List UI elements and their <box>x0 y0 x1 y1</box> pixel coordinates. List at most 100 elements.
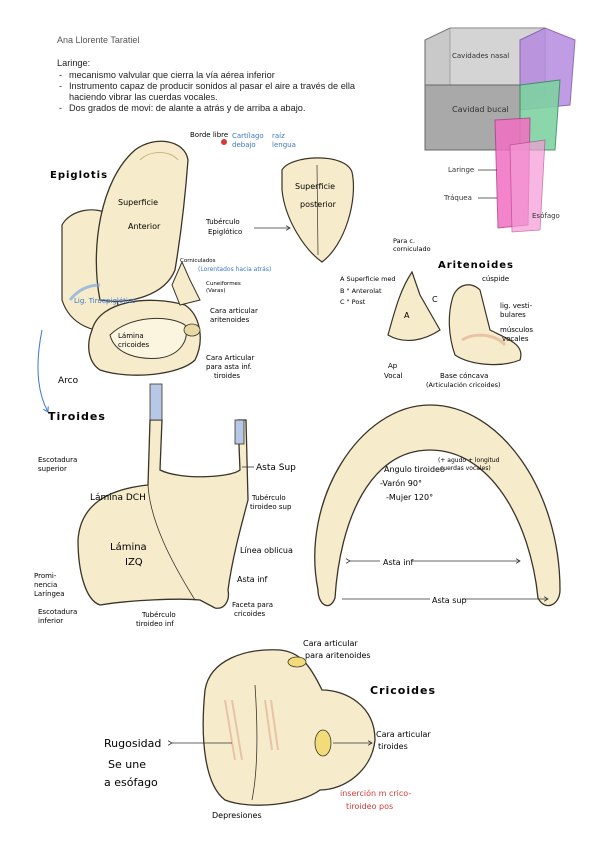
epi-corniculados: Corniculados <box>180 258 216 264</box>
epi-ligamento: Lig. Tiroepiglótico <box>74 297 136 305</box>
intro-notes: Laringe: mecanismo valvular que cierra l… <box>57 58 387 114</box>
tir-prominencia-1: Promi- <box>34 572 57 580</box>
tir-asta-inf-top: Asta inf <box>383 558 414 567</box>
inset-larynx-diagram: Cavidades nasal Cavidad bucal Laringe Tr… <box>424 27 576 233</box>
epi-raiz-2: lengua <box>272 141 296 149</box>
ari-ap-vocal-1: Ap <box>388 362 398 370</box>
ari-sup-post: C " Post <box>340 298 366 306</box>
cri-se-une-1: Se une <box>108 758 146 771</box>
ari-sup-ant: B " Anterolat <box>340 287 382 295</box>
epi-sup-posterior-2: posterior <box>300 200 337 209</box>
tir-mujer: -Mujer 120° <box>386 493 433 502</box>
tir-varon: -Varón 90° <box>380 478 422 488</box>
epi-cara-art-ari-2: aritenoides <box>210 316 250 324</box>
ari-para-cornic-1: Para c. <box>393 237 415 245</box>
ari-label-c: C <box>432 295 438 304</box>
tir-escot-sup-2: superior <box>38 465 67 473</box>
epi-raiz-1: raíz <box>272 132 285 140</box>
cri-rugosidad: Rugosidad <box>104 737 161 750</box>
epi-tuberculo-2: Epiglótico <box>208 228 242 236</box>
tir-lamina-izq-2: IZQ <box>125 557 143 568</box>
epiglotis-title: Epiglotis <box>50 170 108 181</box>
epi-cara-art-asta-3: tiroides <box>214 372 240 380</box>
ari-lig-vest-2: bulares <box>500 311 526 319</box>
red-dot-icon <box>221 139 227 145</box>
tir-angulo-note-1: (+ agudo + longitud <box>438 457 500 464</box>
epi-lamina-2: cricoides <box>118 341 149 349</box>
tir-asta-sup-top: Asta sup <box>432 596 467 605</box>
aritenoides-title: Aritenoides <box>438 260 514 271</box>
epi-cuneiformes-2: (Varas) <box>206 288 226 294</box>
tir-lamina-dch: Lámina DCH <box>90 493 146 503</box>
ari-ap-vocal-2: Vocal <box>384 372 403 380</box>
tir-tub-inf-2: tiroideo inf <box>136 620 174 628</box>
cri-insercion-1: inserción m crico- <box>340 788 411 798</box>
tir-escot-inf-2: inferior <box>38 617 63 625</box>
cri-cara-ari-2: para aritenoides <box>305 651 371 660</box>
epi-cara-art-asta-1: Cara Articular <box>206 354 254 362</box>
cri-cara-tir-1: Cara articular <box>376 730 431 739</box>
epi-cara-art-ari-1: Cara articular <box>210 307 258 315</box>
ari-lig-vest-1: lig. vesti- <box>500 302 533 310</box>
tir-tub-sup-1: Tubérculo <box>251 494 286 502</box>
cri-se-une-2: a esófago <box>104 776 158 789</box>
tir-angulo-title: Angulo tiroideo <box>384 465 445 474</box>
inset-bucal-label: Cavidad bucal <box>452 105 509 114</box>
cri-depresiones: Depresiones <box>212 811 262 820</box>
tir-angulo-note-2: cuerdas vocales) <box>440 465 491 472</box>
tir-prominencia-3: Laríngea <box>34 590 65 598</box>
notes-list: mecanismo valvular que cierra la vía aér… <box>57 70 387 114</box>
ari-musculos-2: vocales <box>502 335 529 343</box>
ari-sup-med: A Superficie med <box>340 275 396 283</box>
tir-tub-inf-1: Tubérculo <box>141 611 176 619</box>
ari-base-2: (Articulación cricoides) <box>426 381 501 389</box>
epi-cartilago-1: Cartílago <box>232 132 264 140</box>
epi-tuberculo-1: Tubérculo <box>205 218 240 226</box>
tir-asta-sup: Asta Sup <box>256 463 296 473</box>
note-item: mecanismo valvular que cierra la vía aér… <box>57 70 387 81</box>
author-name: Ana Llorente Taratiel <box>57 35 140 45</box>
ari-musculos-1: músculos <box>500 326 533 334</box>
tiroides-title: Tiroides <box>48 410 106 423</box>
epi-sup-anterior-1: Superficie <box>118 198 158 207</box>
epi-corniculados-sub: (Lorentados hacia atrás) <box>198 266 271 273</box>
tir-faceta-1: Faceta para <box>232 601 273 609</box>
tir-tub-sup-2: tiroideo sup <box>250 503 292 511</box>
epi-cara-art-asta-2: para asta inf. <box>206 363 252 371</box>
epi-cartilago-2: debajo <box>232 141 256 149</box>
tir-escot-inf-1: Escotadura <box>38 608 77 616</box>
epi-lamina-1: Lámina <box>118 332 144 340</box>
note-item: Instrumento capaz de producir sonidos al… <box>57 81 387 103</box>
thyroid-front-drawing <box>77 383 249 609</box>
cri-cara-tir-2: tiroides <box>378 742 408 751</box>
cricoid-drawing <box>202 649 376 806</box>
epi-borde-libre: Borde libre <box>190 131 228 139</box>
epi-cuneiformes-1: Cuneiformes <box>206 281 241 287</box>
ari-cuspide: cúspide <box>482 275 509 283</box>
ari-base-1: Base cóncava <box>440 372 488 380</box>
inset-traquea-label: Tráquea <box>443 194 472 202</box>
epi-arco: Arco <box>58 376 79 386</box>
arytenoid-drawing <box>387 270 522 366</box>
epiglottis-posterior-view <box>281 157 355 263</box>
tir-escot-sup-1: Escotadura <box>38 456 77 464</box>
epiglottis-drawing <box>37 140 201 412</box>
tir-prominencia-2: nencia <box>34 581 57 589</box>
ari-label-a: A <box>404 311 410 320</box>
note-item: Dos grados de movi: de alante a atrás y … <box>57 103 387 114</box>
tir-linea-oblicua: Línea oblicua <box>240 546 293 555</box>
tir-asta-inf: Asta inf <box>237 575 268 584</box>
inset-nasal-label: Cavidades nasal <box>452 52 509 60</box>
cricoides-title: Cricoides <box>370 684 436 697</box>
ari-para-cornic-2: corniculado <box>393 245 431 253</box>
cri-cara-ari-1: Cara articular <box>303 639 358 648</box>
epi-sup-posterior-1: Superficie <box>295 182 335 191</box>
thyroid-top-drawing <box>314 404 561 607</box>
inset-laringe-label: Laringe <box>448 166 474 174</box>
cri-insercion-2: tiroideo pos <box>346 802 393 811</box>
tir-faceta-2: cricoides <box>234 610 265 618</box>
inset-esofago-label: Esófago <box>532 212 560 220</box>
notes-title: Laringe: <box>57 58 91 68</box>
epi-sup-anterior-2: Anterior <box>128 222 161 231</box>
tir-lamina-izq-1: Lámina <box>110 541 147 553</box>
